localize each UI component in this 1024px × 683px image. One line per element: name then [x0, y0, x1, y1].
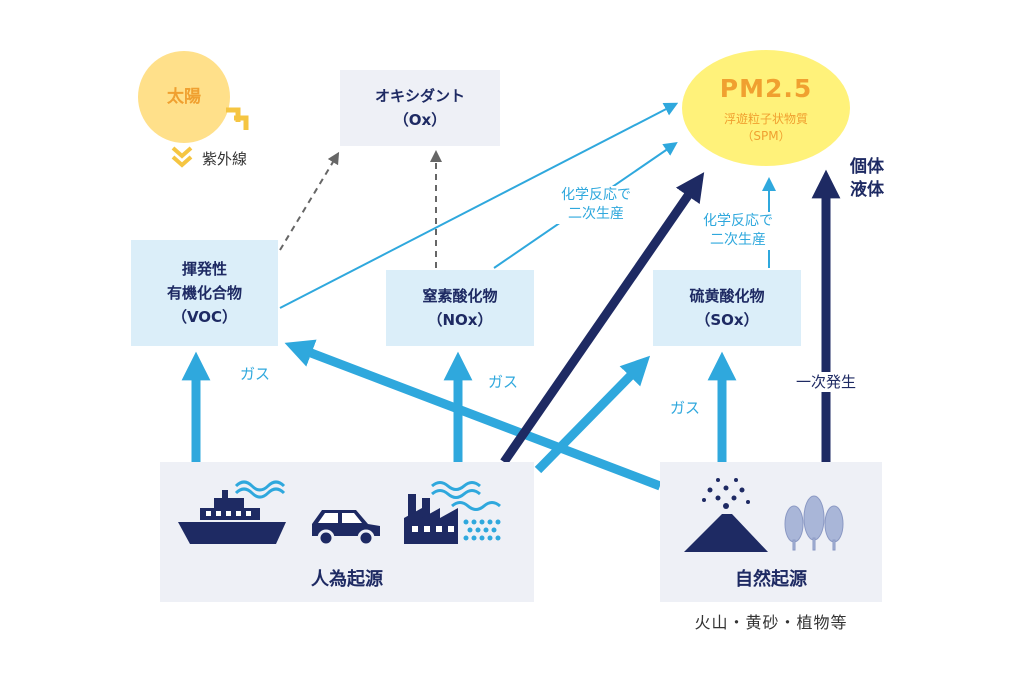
natural-icons — [684, 478, 844, 552]
chem-reaction-sox-label: 化学反応で 二次生産 — [690, 212, 786, 250]
oxidant-line1: オキシダント — [374, 87, 465, 105]
chem-nox-line2: 二次生産 — [568, 205, 624, 222]
anthropogenic-icons — [178, 480, 501, 547]
trees-icon — [784, 495, 844, 551]
natural-label: 自然起源 — [735, 569, 807, 590]
phase-line1: 個体 — [850, 157, 884, 177]
pm-line1: 浮遊粒子状物質 — [723, 112, 808, 126]
anthro-to-sox-arrow — [534, 355, 651, 474]
pm-title: PM2.5 — [719, 74, 813, 103]
natural-box: 自然起源 — [660, 462, 882, 602]
pm-line2: （SPM） — [741, 129, 791, 143]
oxidant-box: オキシダント （Ox） — [340, 70, 500, 146]
factory-icon — [404, 481, 501, 544]
oxidant-line2: （Ox） — [393, 111, 447, 129]
volcano-icon — [684, 478, 768, 552]
anthro-to-pm-arrow — [500, 172, 705, 465]
voc-box: 揮発性 有機化合物 （VOC） — [131, 240, 278, 346]
gas-label-voc: ガス — [239, 365, 270, 383]
voc-line3: （VOC） — [171, 308, 238, 326]
voc-to-pm-arrow — [279, 102, 679, 309]
voc-line1: 揮発性 — [181, 260, 227, 278]
anthropogenic-box: 人為起源 — [160, 462, 534, 602]
anthropogenic-label: 人為起源 — [311, 569, 383, 590]
nox-line1: 窒素酸化物 — [422, 287, 498, 305]
chem-sox-line2: 二次生産 — [710, 231, 766, 248]
gas-label-nox: ガス — [487, 373, 518, 391]
chem-sox-line1: 化学反応で — [703, 213, 773, 229]
phase-line2: 液体 — [850, 179, 884, 200]
uv-label: 紫外線 — [202, 150, 248, 168]
natural-caption: 火山・黄砂・植物等 — [694, 613, 848, 632]
chem-reaction-nox-label: 化学反応で 二次生産 — [548, 186, 644, 224]
primary-emission-label: 一次発生 — [786, 372, 866, 393]
sox-box: 硫黄酸化物 （SOx） — [653, 270, 801, 346]
car-icon — [312, 510, 380, 547]
ship-icon — [178, 480, 286, 544]
uv-chevron-icon — [171, 146, 193, 168]
sun-circle — [138, 51, 230, 143]
voc-line2: 有機化合物 — [166, 284, 242, 302]
sox-line2: （SOx） — [695, 311, 759, 329]
gas-label-sox: ガス — [669, 399, 700, 417]
nox-box: 窒素酸化物 （NOx） — [386, 270, 534, 346]
sun-ray-chevrons — [226, 107, 249, 130]
sox-line1: 硫黄酸化物 — [689, 287, 765, 305]
chem-nox-line1: 化学反応で — [561, 187, 631, 203]
natural-to-voc-arrow — [284, 339, 662, 491]
sun-label: 太陽 — [167, 87, 201, 107]
pm-ellipse — [682, 50, 850, 166]
voc-to-oxidant-arrow — [279, 151, 340, 251]
nox-line2: （NOx） — [427, 311, 493, 329]
phase-label: 個体 液体 — [842, 156, 892, 202]
